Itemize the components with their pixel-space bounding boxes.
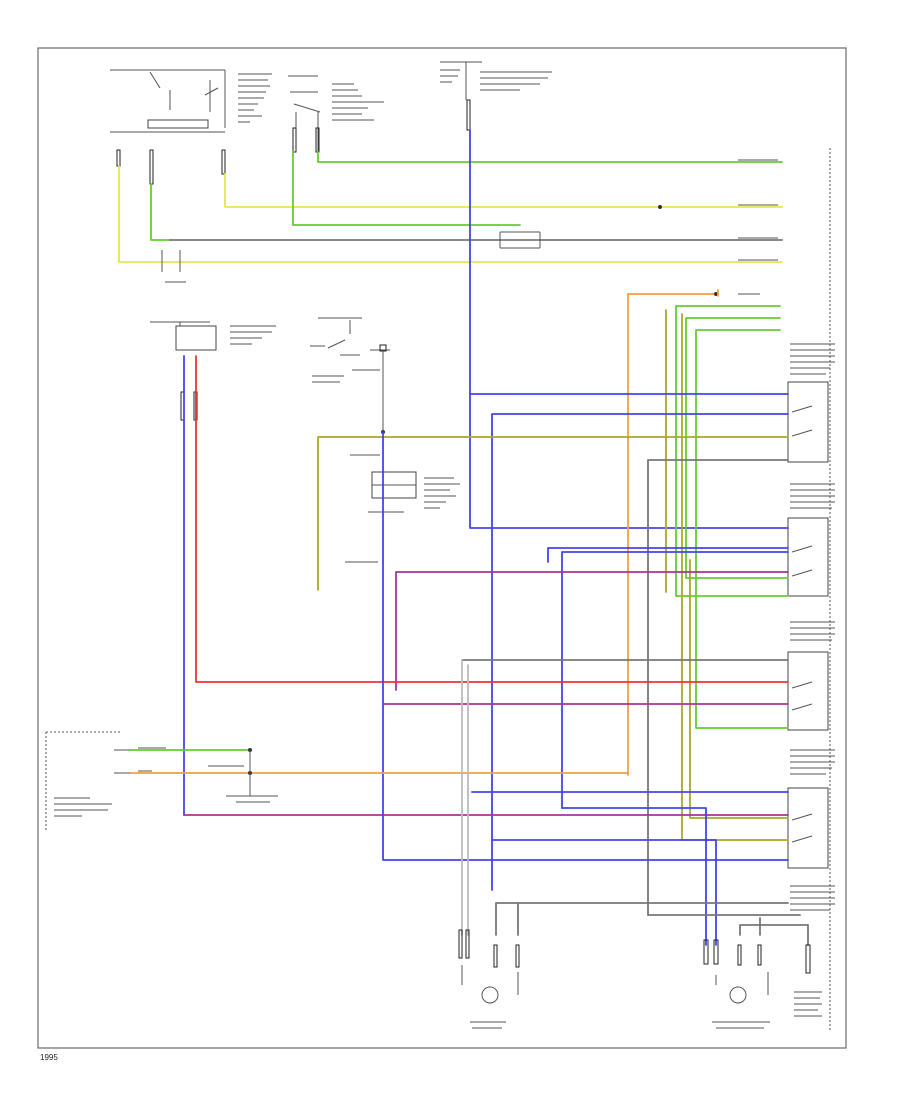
wire-purple-m2 (395, 571, 789, 691)
wire-red-main (195, 355, 789, 683)
wire-blue-m2a (547, 547, 789, 563)
right-module-3 (787, 621, 835, 731)
wire-olive-b (681, 313, 789, 841)
wire-green-3 (150, 183, 171, 241)
switch-module-box (787, 651, 829, 731)
top-switch-group-middle (288, 75, 384, 152)
connector-icon (493, 944, 498, 968)
wire-green-1 (317, 151, 783, 163)
wire-gray-m1 (647, 459, 789, 916)
motor-icon (481, 986, 499, 1004)
top-fuse-group (440, 61, 552, 100)
wire-green-2 (292, 151, 521, 226)
connector-icon (713, 939, 719, 965)
connector-icon (805, 944, 811, 974)
wire-blue-main (469, 129, 789, 529)
switch-module-box (787, 787, 829, 869)
wire-yellow-2 (118, 165, 783, 263)
wire-green-a (675, 305, 789, 597)
splice-dot-icon (658, 205, 662, 209)
wire-blue-m4b (382, 431, 789, 861)
wire-green-c (695, 329, 789, 729)
top-switch-group-left (110, 69, 272, 133)
connector-icon (703, 939, 709, 965)
wire-orange-top (627, 293, 717, 776)
switch-module-box (787, 517, 829, 597)
connector-icon (737, 944, 742, 966)
bottom-sensor-right (703, 939, 822, 1029)
wire-gray-sensor (739, 924, 809, 946)
splice-dot-icon (714, 292, 718, 296)
wire-blue-m1b (491, 413, 789, 891)
top-connector-stubs (116, 99, 471, 185)
top-right-wire-tags (738, 159, 778, 261)
connector-icon (292, 127, 297, 153)
right-module-5-labels (790, 885, 835, 911)
wire-green-b (685, 317, 789, 579)
connector-icon (465, 929, 470, 959)
figure-code: 1995 (40, 1053, 58, 1062)
wire-yellow-1 (224, 173, 783, 208)
diagram-frame (37, 47, 847, 1049)
connector-icon (149, 149, 154, 185)
right-module-1 (787, 343, 835, 463)
switch-module-box (787, 381, 829, 463)
connector-icon (116, 149, 121, 167)
center-switch-group (310, 317, 460, 563)
wire-olive-long (317, 436, 789, 591)
top-left-switch-box (147, 119, 209, 129)
right-module-2 (787, 483, 835, 597)
connector-icon (757, 944, 762, 966)
top-wire-bundle (118, 151, 783, 283)
connector-icon (221, 149, 226, 175)
bottom-sensor-left (458, 929, 520, 1029)
right-wire-tags (738, 293, 780, 331)
wire-blue-m2b (561, 551, 789, 809)
connector-icon (458, 929, 463, 959)
motor-icon (729, 986, 747, 1004)
wire-blue-m4d (561, 807, 707, 946)
bottom-left-module (45, 731, 278, 830)
top-left-label-block (238, 73, 272, 123)
right-module-4 (787, 749, 835, 869)
left-fuse-group (150, 321, 276, 421)
main-wire-network (129, 129, 809, 946)
connector-icon (466, 99, 471, 131)
top-middle-label-block (332, 83, 384, 121)
wire-olive-c (689, 559, 789, 819)
wire-gray-bottom (495, 902, 789, 936)
wire-blue-m4c (491, 839, 717, 946)
connector-icon (515, 944, 520, 968)
